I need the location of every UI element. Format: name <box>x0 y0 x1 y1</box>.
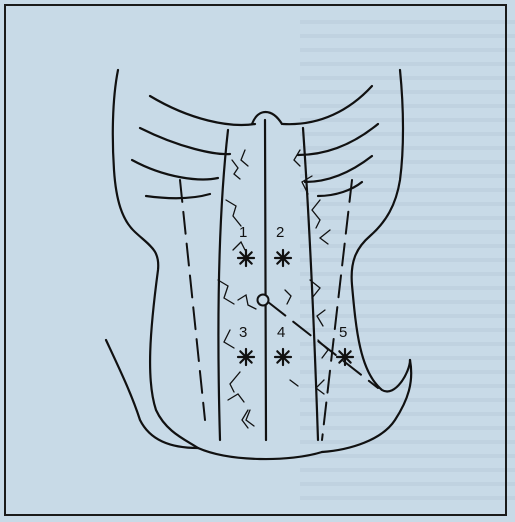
striae-mark <box>312 200 320 228</box>
xiphoid-notch <box>252 112 282 124</box>
left-semilunar-dashed-line <box>180 180 205 420</box>
striae-mark <box>218 280 234 304</box>
umbilicus <box>258 295 269 306</box>
site-marker-5 <box>337 349 353 365</box>
linea-alba <box>265 120 266 440</box>
striae-mark <box>224 330 234 348</box>
striae-mark <box>241 150 248 166</box>
site-marker-3 <box>238 349 254 365</box>
rib-arc-left-2 <box>140 128 230 154</box>
striae-mark <box>232 160 240 179</box>
striae-mark <box>230 372 240 392</box>
site-marker-4 <box>275 349 291 365</box>
striae-mark <box>290 380 298 386</box>
striae-mark <box>285 290 291 304</box>
rib-arc-right-3 <box>305 156 372 182</box>
striae-mark <box>294 150 300 166</box>
pubic-contour <box>198 448 322 459</box>
right-hip-contour <box>322 360 411 452</box>
site-label-2: 2 <box>276 224 284 241</box>
striae-mark <box>238 295 256 309</box>
striae-mark <box>320 230 330 244</box>
rib-arc-right-2 <box>298 124 378 155</box>
rib-arc-left-4 <box>146 194 210 198</box>
striae-mark <box>228 394 244 402</box>
striae-mark <box>226 200 241 226</box>
rib-arc-right-1 <box>283 86 372 124</box>
site-label-3: 3 <box>239 324 247 341</box>
torso-left-outline <box>113 70 198 448</box>
site-marker-2 <box>275 250 291 266</box>
rib-arc-right-4 <box>318 182 362 196</box>
rib-arc-left-1 <box>150 96 255 125</box>
striae-mark <box>233 242 245 250</box>
striae-mark <box>317 310 325 326</box>
site-label-4: 4 <box>277 324 285 341</box>
right-semilunar-dashed-line <box>322 180 352 440</box>
rib-arc-left-3 <box>132 160 218 179</box>
site-label-5: 5 <box>339 324 347 341</box>
torso-right-outline <box>352 70 410 392</box>
site-label-1: 1 <box>239 224 247 241</box>
site-marker-1 <box>238 250 254 266</box>
